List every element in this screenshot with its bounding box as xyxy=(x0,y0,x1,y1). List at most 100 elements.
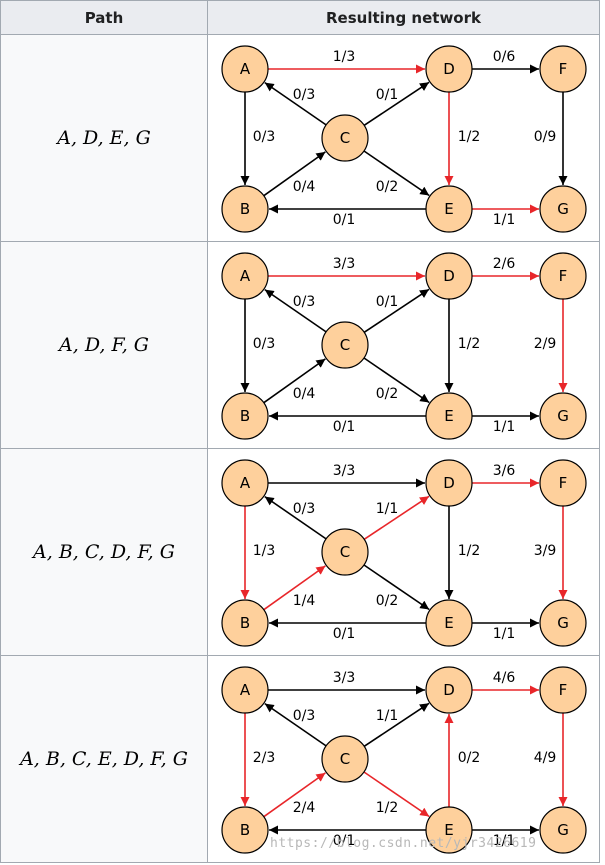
node-label-d: D xyxy=(443,60,455,78)
path-cell: A, D, E, G xyxy=(0,34,208,242)
edge-label-eb: 0/1 xyxy=(333,212,356,228)
node-label-g: G xyxy=(557,821,569,839)
edge-label-bc: 2/4 xyxy=(293,800,316,816)
node-d xyxy=(425,45,473,93)
edge-label-fg: 2/9 xyxy=(534,336,557,352)
edge-label-de: 1/2 xyxy=(458,129,481,145)
header-network: Resulting network xyxy=(207,0,600,35)
node-e xyxy=(425,806,473,854)
edge-ce xyxy=(363,771,430,818)
node-label-g: G xyxy=(557,614,569,632)
node-f xyxy=(539,252,587,300)
edge-label-cd: 1/1 xyxy=(376,501,399,517)
node-label-e: E xyxy=(444,407,453,425)
node-label-g: G xyxy=(557,200,569,218)
augmenting-path: A, D, E, G xyxy=(57,127,151,149)
node-d xyxy=(425,252,473,300)
edge-label-ad: 1/3 xyxy=(333,49,356,65)
node-g xyxy=(539,599,587,647)
node-label-d: D xyxy=(443,474,455,492)
node-label-e: E xyxy=(444,200,453,218)
edge-ca xyxy=(264,702,327,747)
augmenting-path: A, D, F, G xyxy=(59,334,149,356)
node-a xyxy=(221,45,269,93)
node-g xyxy=(539,392,587,440)
watermark: https://blog.csdn.net/yjr3426619 xyxy=(270,836,537,851)
edge-bc xyxy=(263,358,326,404)
path-cell: A, B, C, D, F, G xyxy=(0,448,208,656)
node-label-c: C xyxy=(340,336,350,354)
edge-label-fg: 3/9 xyxy=(534,543,557,559)
edge-label-bc: 1/4 xyxy=(293,593,316,609)
edge-label-df: 2/6 xyxy=(493,256,516,272)
path-cell: A, D, F, G xyxy=(0,241,208,449)
node-b xyxy=(221,185,269,233)
edge-cd xyxy=(363,81,430,126)
node-label-a: A xyxy=(240,474,251,492)
edge-label-ab: 1/3 xyxy=(253,543,276,559)
node-label-d: D xyxy=(443,681,455,699)
edge-label-bc: 0/4 xyxy=(293,386,316,402)
edge-label-ce: 0/2 xyxy=(376,593,399,609)
node-label-f: F xyxy=(559,474,568,492)
edge-cd xyxy=(363,702,430,747)
node-d xyxy=(425,459,473,507)
edge-label-ad: 3/3 xyxy=(333,670,356,686)
edge-label-ce: 1/2 xyxy=(376,800,399,816)
edge-label-bc: 0/4 xyxy=(293,179,316,195)
node-b xyxy=(221,392,269,440)
edge-cd xyxy=(363,495,430,540)
edge-label-ab: 0/3 xyxy=(253,336,276,352)
node-f xyxy=(539,45,587,93)
edge-label-ca: 0/3 xyxy=(293,87,316,103)
edge-label-ca: 0/3 xyxy=(293,294,316,310)
edge-label-ad: 3/3 xyxy=(333,463,356,479)
header-path: Path xyxy=(0,0,208,35)
edge-label-de: 1/2 xyxy=(458,543,481,559)
edge-label-de: 1/2 xyxy=(458,336,481,352)
node-label-d: D xyxy=(443,267,455,285)
edge-cd xyxy=(363,288,430,333)
node-a xyxy=(221,666,269,714)
edge-label-ab: 0/3 xyxy=(253,129,276,145)
node-label-g: G xyxy=(557,407,569,425)
edge-label-fg: 0/9 xyxy=(534,129,557,145)
edge-label-eb: 0/1 xyxy=(333,833,356,849)
node-c xyxy=(321,321,369,369)
node-label-b: B xyxy=(240,821,250,839)
edge-ce xyxy=(363,150,430,197)
node-label-c: C xyxy=(340,750,350,768)
edge-label-ab: 2/3 xyxy=(253,750,276,766)
edge-label-eg: 1/1 xyxy=(493,833,516,849)
node-label-a: A xyxy=(240,681,251,699)
node-label-a: A xyxy=(240,60,251,78)
node-e xyxy=(425,185,473,233)
node-label-a: A xyxy=(240,267,251,285)
node-label-e: E xyxy=(444,821,453,839)
node-d xyxy=(425,666,473,714)
edge-ce xyxy=(363,357,430,404)
node-a xyxy=(221,252,269,300)
node-g xyxy=(539,185,587,233)
node-label-f: F xyxy=(559,681,568,699)
node-e xyxy=(425,599,473,647)
node-b xyxy=(221,599,269,647)
edge-bc xyxy=(263,772,326,818)
node-f xyxy=(539,666,587,714)
node-c xyxy=(321,528,369,576)
edge-label-df: 0/6 xyxy=(493,49,516,65)
node-label-b: B xyxy=(240,407,250,425)
augmenting-path: A, B, C, D, F, G xyxy=(33,541,175,563)
edge-label-eg: 1/1 xyxy=(493,419,516,435)
node-label-c: C xyxy=(340,543,350,561)
